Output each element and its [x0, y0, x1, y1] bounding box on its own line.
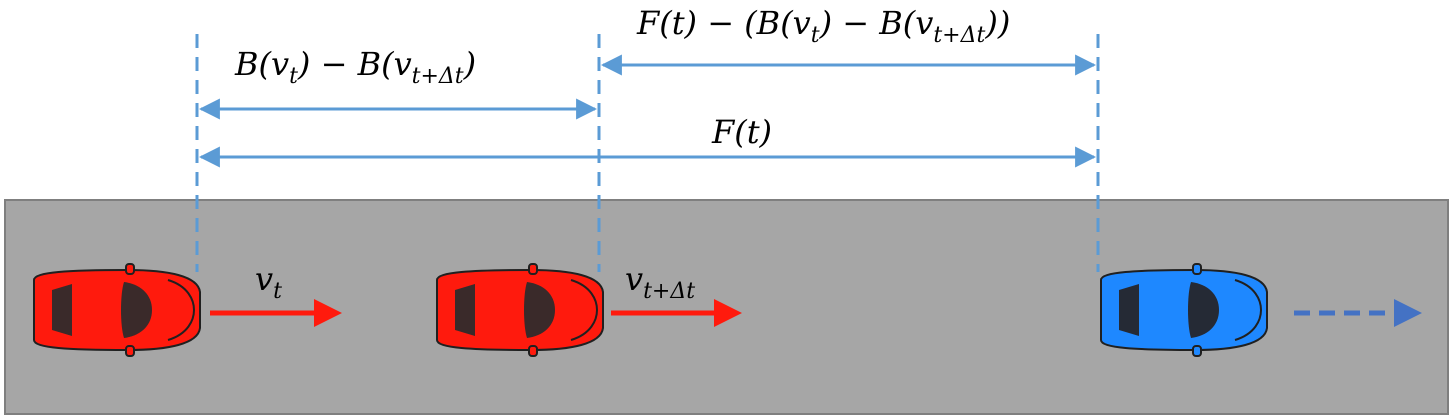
blue-car-icon — [1100, 263, 1268, 357]
braking-diff-label: B(vt) − B(vt+Δt) — [234, 45, 476, 89]
red-car-icon — [33, 263, 201, 357]
speed-arrow-2 — [611, 299, 742, 327]
total-gap-label: F(t) — [711, 113, 772, 151]
red-car-icon — [436, 263, 604, 357]
front-windshield — [121, 282, 152, 338]
rear-window — [52, 284, 72, 336]
speed-label-t: vt — [255, 260, 282, 304]
remaining-gap-label: F(t) − (B(vt) − B(vt+Δt)) — [636, 4, 1010, 48]
speed-arrow-1 — [210, 299, 342, 327]
lead-car-dashed-arrow — [1294, 299, 1422, 327]
speed-label-t-dt: vt+Δt — [625, 260, 695, 304]
